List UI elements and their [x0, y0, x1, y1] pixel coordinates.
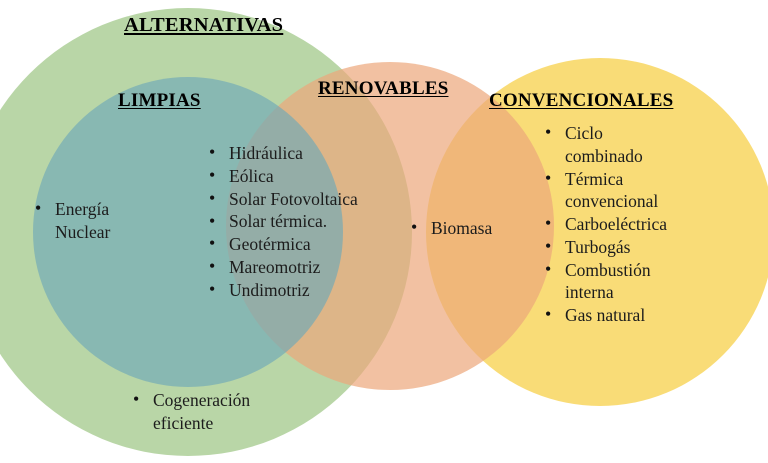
circle-limpias[interactable]: [33, 77, 343, 387]
